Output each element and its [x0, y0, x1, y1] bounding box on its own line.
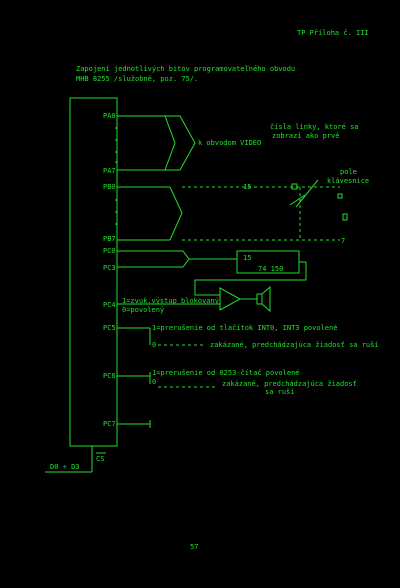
key-box-1	[291, 183, 298, 190]
wire-ic-to-gate	[194, 262, 307, 296]
pin-pa7: PA7	[103, 167, 116, 175]
bus-arrow-pb	[169, 186, 183, 241]
diagram-title-line1: Zapojení jednotlivých bitov programovate…	[76, 65, 295, 73]
pc4-note-1: 1=zvuk.výstup blokovaný	[122, 297, 219, 305]
chip-8255-body	[69, 97, 118, 447]
pin-pc0: PC0	[103, 247, 116, 255]
key-box-3	[342, 213, 348, 221]
speaker-icon	[261, 285, 271, 313]
label-15-top: 15	[243, 183, 251, 191]
pc6-note-1: 1=prerušenie od 8253-čítač povolené	[152, 369, 300, 377]
diagram-title-line2: MHB 8255 /služobné, poz. 75/.	[76, 75, 198, 83]
label-data-bus: D0 ÷ D3	[50, 463, 80, 471]
pin-pc3: PC3	[103, 264, 116, 272]
keyboard-label-2: klávesnice	[327, 177, 369, 185]
label-7: 7	[341, 237, 345, 245]
lines-note-1: čísla linky, ktoré sa	[270, 123, 359, 131]
and-gate	[219, 287, 242, 311]
bus-arrow-video	[165, 115, 196, 171]
pin-pc7: PC7	[103, 420, 116, 428]
pin-pb0: PB0	[103, 183, 116, 191]
keyboard-label-1: pole	[340, 168, 357, 176]
pc6-note-3: sa ruší	[265, 388, 295, 396]
page-header: TP Příloha č. III	[297, 29, 369, 37]
label-74150: 74 150	[258, 265, 283, 273]
page-number: 57	[190, 543, 198, 551]
bus-arrow-pc	[182, 250, 190, 268]
pc4-note-2: 0=povolený	[122, 306, 164, 314]
pc5-zero: 0	[152, 341, 156, 349]
pin-dots	[115, 127, 117, 225]
key-box-2	[337, 193, 343, 199]
pin-pa0: PA0	[103, 112, 116, 120]
pc6-note-2: zakázané, predchádzajúca žiadosť	[222, 379, 357, 388]
label-15-ic: 15	[243, 254, 251, 262]
pin-pc6: PC6	[103, 372, 116, 380]
pc5-note-1: 1=prerušenie od tlačítok INT0, INT3 povo…	[152, 324, 337, 332]
pc5-note-2: zakázané, predchádzajúca žiadosť sa ruší	[210, 340, 379, 349]
pin-pc5: PC5	[103, 324, 116, 332]
label-video: k obvodom VIDEO	[198, 139, 261, 147]
speaker-body	[256, 293, 263, 305]
bus-arrow-video-inner	[164, 115, 176, 171]
pointer-keyboard	[295, 179, 319, 208]
label-cs: CS	[96, 455, 104, 463]
pin-pc4: PC4	[103, 301, 116, 309]
pc6-zero: 0	[152, 378, 156, 386]
pin-pb7: PB7	[103, 235, 116, 243]
lines-note-2: zobrazí ako prvé	[272, 132, 339, 140]
key-switch	[289, 194, 306, 206]
